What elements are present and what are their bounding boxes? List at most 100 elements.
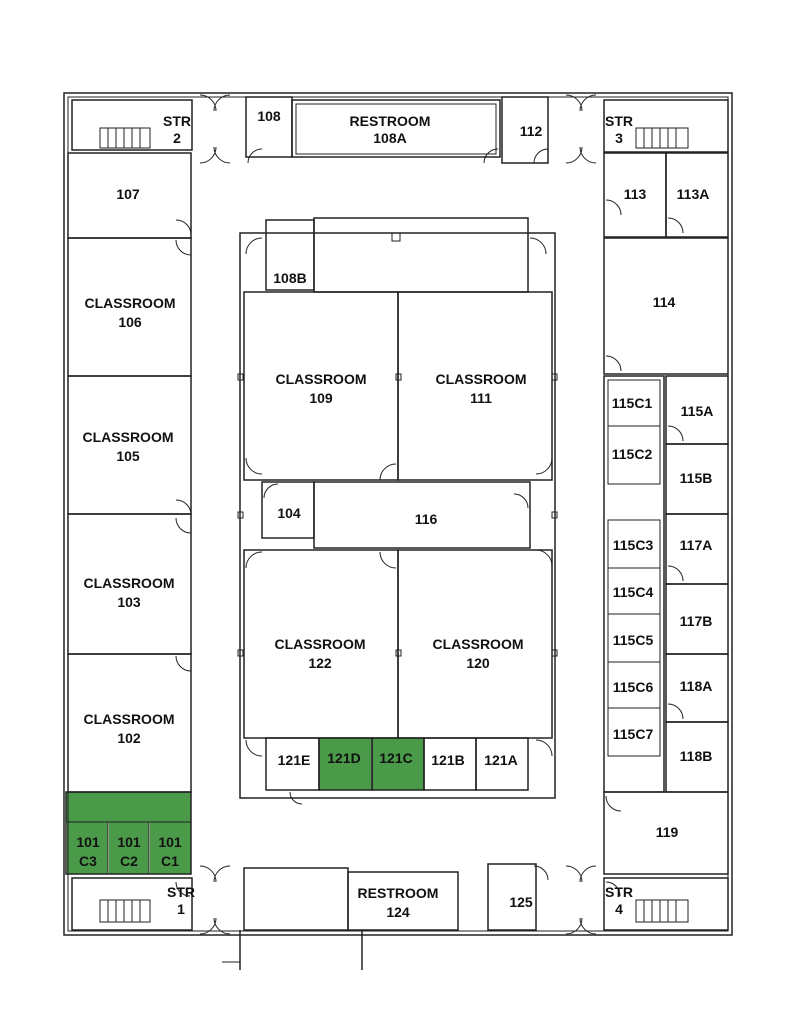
stair-2-treads (99, 127, 151, 149)
label-121b: 121B (431, 752, 464, 768)
door-swing[interactable] (535, 739, 553, 757)
door-swing[interactable] (605, 355, 622, 372)
door-swing[interactable] (263, 483, 279, 499)
door-swing[interactable] (245, 551, 263, 569)
room-114[interactable] (603, 237, 729, 375)
bottom-strip (71, 863, 729, 970)
door-swing[interactable] (175, 219, 192, 236)
label-115c5: 115C5 (613, 632, 654, 648)
room-111[interactable] (397, 291, 553, 481)
door-swing[interactable] (579, 865, 597, 883)
door-swing[interactable] (579, 917, 597, 935)
room-112[interactable] (501, 96, 549, 164)
label-112: 112 (520, 123, 543, 139)
str4-room[interactable] (603, 877, 729, 931)
room-101[interactable] (65, 791, 192, 875)
door-swing[interactable] (213, 917, 231, 935)
door-swing[interactable] (667, 425, 684, 442)
door-swing[interactable] (529, 237, 547, 255)
label-114: 114 (653, 294, 676, 310)
door-swing[interactable] (175, 517, 192, 534)
door-swing[interactable] (535, 549, 553, 567)
room-108a[interactable] (291, 99, 501, 158)
str2-room[interactable] (71, 99, 193, 151)
room-124[interactable] (347, 871, 459, 931)
door-swing[interactable] (605, 795, 622, 812)
left-column (65, 152, 192, 875)
label-121e: 121E (278, 752, 311, 768)
label-115c6: 115C6 (613, 679, 654, 695)
label-115c1: 115C1 (612, 395, 653, 411)
room-113a[interactable] (665, 152, 729, 238)
room-115c7[interactable] (607, 707, 661, 757)
room-125[interactable] (487, 863, 537, 931)
door-swing[interactable] (565, 917, 583, 935)
door-swing[interactable] (213, 865, 231, 883)
door-swing[interactable] (565, 94, 583, 112)
label-118a: 118A (680, 678, 713, 694)
door-swing[interactable] (175, 881, 191, 897)
door-swing[interactable] (199, 94, 217, 112)
door-swing[interactable] (533, 148, 549, 164)
door-swing[interactable] (175, 239, 192, 256)
room-115c2[interactable] (607, 425, 661, 485)
door-swing[interactable] (379, 463, 397, 481)
door-swing[interactable] (247, 148, 263, 164)
label-104: 104 (277, 505, 301, 521)
door-swing[interactable] (245, 237, 263, 255)
skylight-marker (391, 232, 401, 242)
door-swing[interactable] (667, 565, 684, 582)
label-113a: 113A (677, 186, 710, 202)
room-116[interactable] (313, 481, 531, 549)
door-swing[interactable] (213, 146, 231, 164)
door-swing[interactable] (213, 94, 231, 112)
door-swing[interactable] (605, 199, 622, 216)
door-swing[interactable] (513, 493, 529, 509)
room-121a[interactable] (475, 737, 529, 791)
room-121c-fill[interactable] (372, 738, 424, 790)
str3-room[interactable] (603, 99, 729, 153)
door-swing[interactable] (533, 865, 549, 881)
door-swing[interactable] (667, 217, 684, 234)
door-swing[interactable] (605, 881, 621, 897)
door-swing[interactable] (667, 703, 684, 720)
door-swing[interactable] (579, 94, 597, 112)
door-swing[interactable] (245, 457, 263, 475)
door-swing[interactable] (579, 146, 597, 164)
stair-4-treads (635, 899, 689, 923)
door-swing[interactable] (175, 655, 192, 672)
door-swing[interactable] (199, 146, 217, 164)
right-column (603, 152, 729, 875)
room-121d-fill[interactable] (319, 738, 371, 790)
door-swing[interactable] (245, 739, 263, 757)
label-125: 125 (509, 894, 533, 910)
door-swing[interactable] (565, 146, 583, 164)
column-marker (395, 649, 402, 657)
door-swing[interactable] (565, 865, 583, 883)
door-swing[interactable] (289, 791, 303, 805)
str1-room[interactable] (71, 877, 193, 931)
door-swing[interactable] (379, 551, 397, 569)
room-101c3-fill[interactable] (67, 822, 108, 874)
label-121a: 121A (484, 752, 517, 768)
door-swing[interactable] (535, 457, 553, 475)
stairs (99, 127, 689, 923)
door-swing[interactable] (199, 917, 217, 935)
label-113: 113 (624, 186, 647, 202)
room-101c1-fill[interactable] (150, 822, 191, 874)
door-swing[interactable] (483, 148, 499, 164)
door-swing[interactable] (199, 865, 217, 883)
room-101c2-fill[interactable] (109, 822, 149, 874)
door-swing[interactable] (175, 499, 192, 516)
room-119[interactable] (603, 791, 729, 875)
